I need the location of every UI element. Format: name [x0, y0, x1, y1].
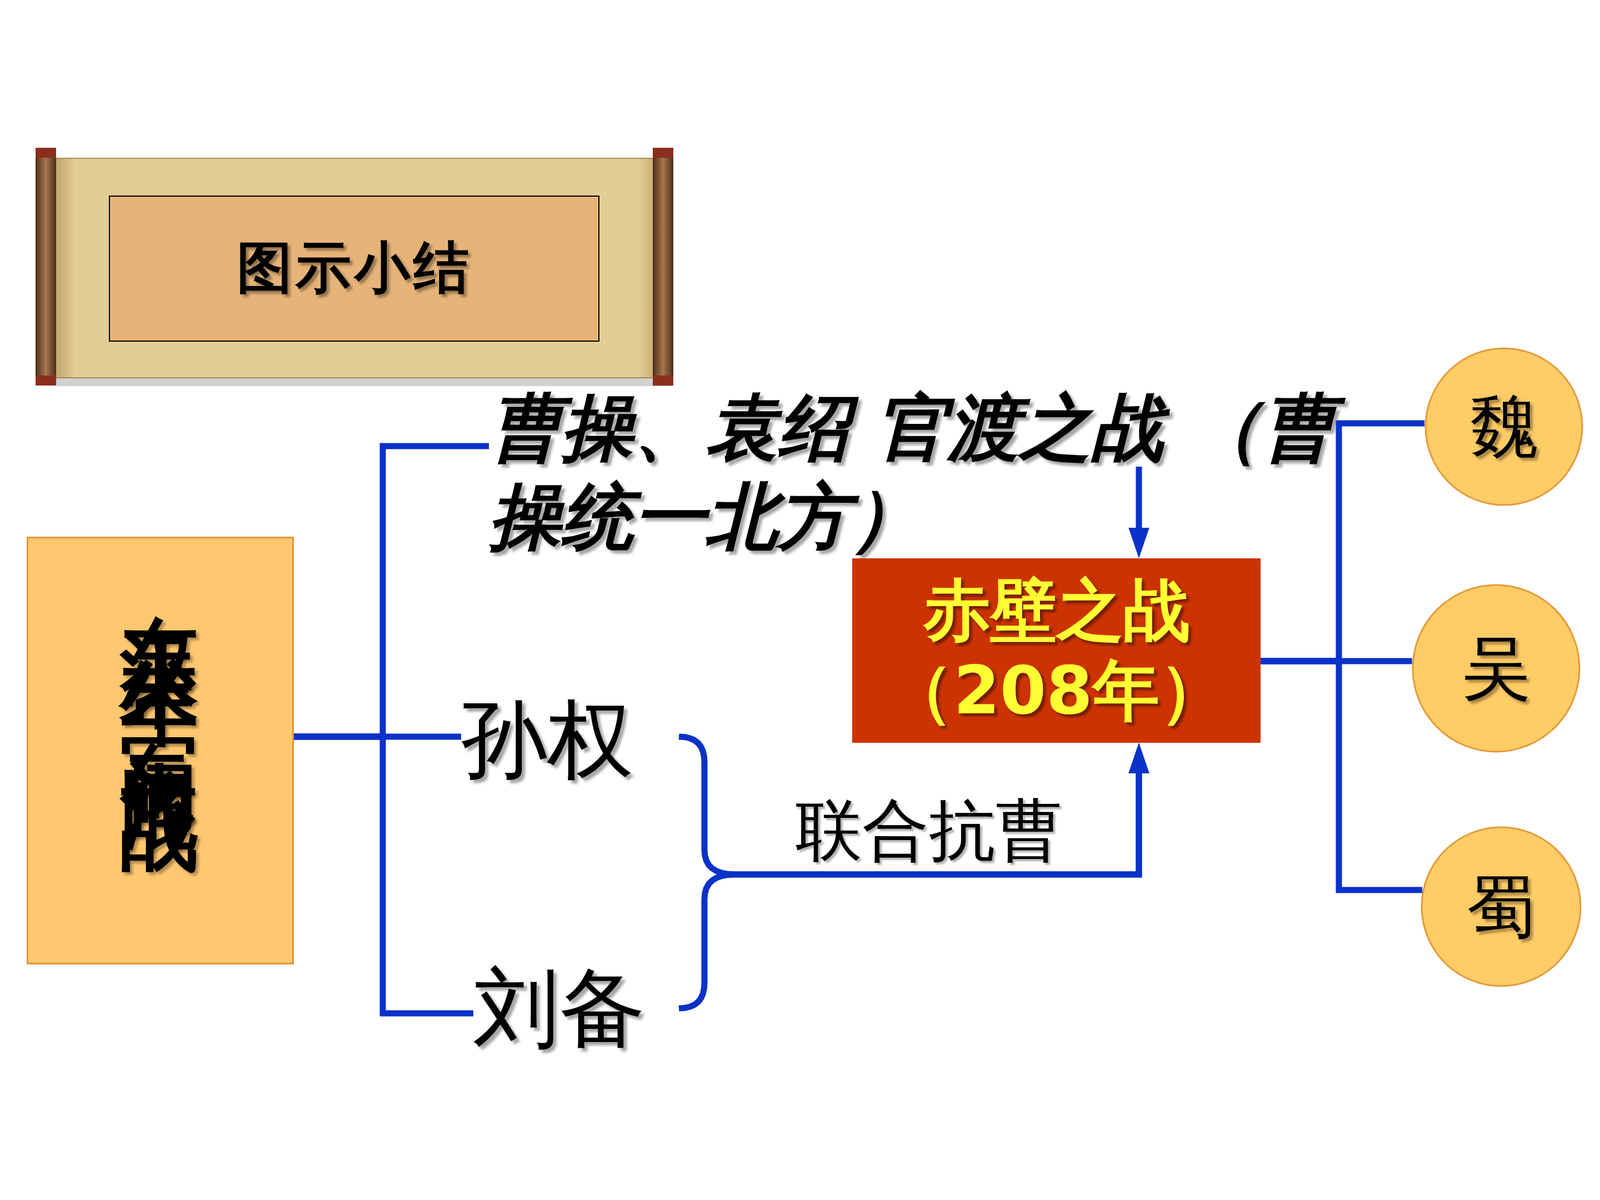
- node-text: 吴: [1461, 629, 1532, 708]
- node-text: 曹操、袁绍 官渡之战 （曹操统一北方）: [488, 383, 1367, 562]
- battle-box: 赤壁之战（208年）: [852, 558, 1261, 743]
- bracket-connector: [293, 446, 489, 737]
- warlord-name: 孙权: [461, 689, 679, 790]
- bracket-connector: [293, 733, 462, 740]
- node-text: 东汉末年 军阀混战: [102, 550, 219, 951]
- scroll-band: [51, 158, 664, 378]
- bracket-connector: [1260, 661, 1423, 890]
- warlord-name: 刘备: [473, 958, 679, 1059]
- arrow-connector: [678, 759, 1139, 1009]
- node-text: 魏: [1469, 387, 1539, 466]
- kingdom-circle: 蜀: [1420, 826, 1582, 988]
- scroll-roller: [652, 147, 674, 386]
- scroll-roller: [35, 147, 57, 386]
- kingdom-circle: 吴: [1411, 583, 1581, 753]
- bracket-connector: [293, 736, 474, 1014]
- roller-cap: [652, 375, 674, 386]
- circle-shape: [1421, 827, 1581, 987]
- roller-cap: [652, 147, 674, 158]
- event-note: 曹操、袁绍 官渡之战 （曹操统一北方）: [488, 383, 1367, 562]
- arrow-connector: [678, 736, 1139, 875]
- edge-label: 联合抗曹: [795, 794, 1063, 867]
- circle-shape: [1412, 585, 1580, 752]
- roller-cap: [35, 147, 57, 158]
- scroll-inner-panel: [109, 196, 599, 342]
- bracket-connector: [1260, 658, 1413, 665]
- node-text: （208年）: [886, 650, 1227, 731]
- kingdom-circle: 魏: [1424, 347, 1584, 507]
- arrow-connector: [1136, 466, 1143, 542]
- node-text: 赤壁之战: [923, 570, 1190, 651]
- node-text: 孙权: [461, 689, 679, 790]
- node-text: 蜀: [1466, 867, 1537, 946]
- node-text: 刘备: [473, 958, 679, 1059]
- roller-cap: [35, 375, 57, 386]
- era-box: 东汉末年 军阀混战: [26, 536, 294, 965]
- diagram-title: 图示小结: [109, 196, 599, 342]
- circle-shape: [1425, 348, 1583, 505]
